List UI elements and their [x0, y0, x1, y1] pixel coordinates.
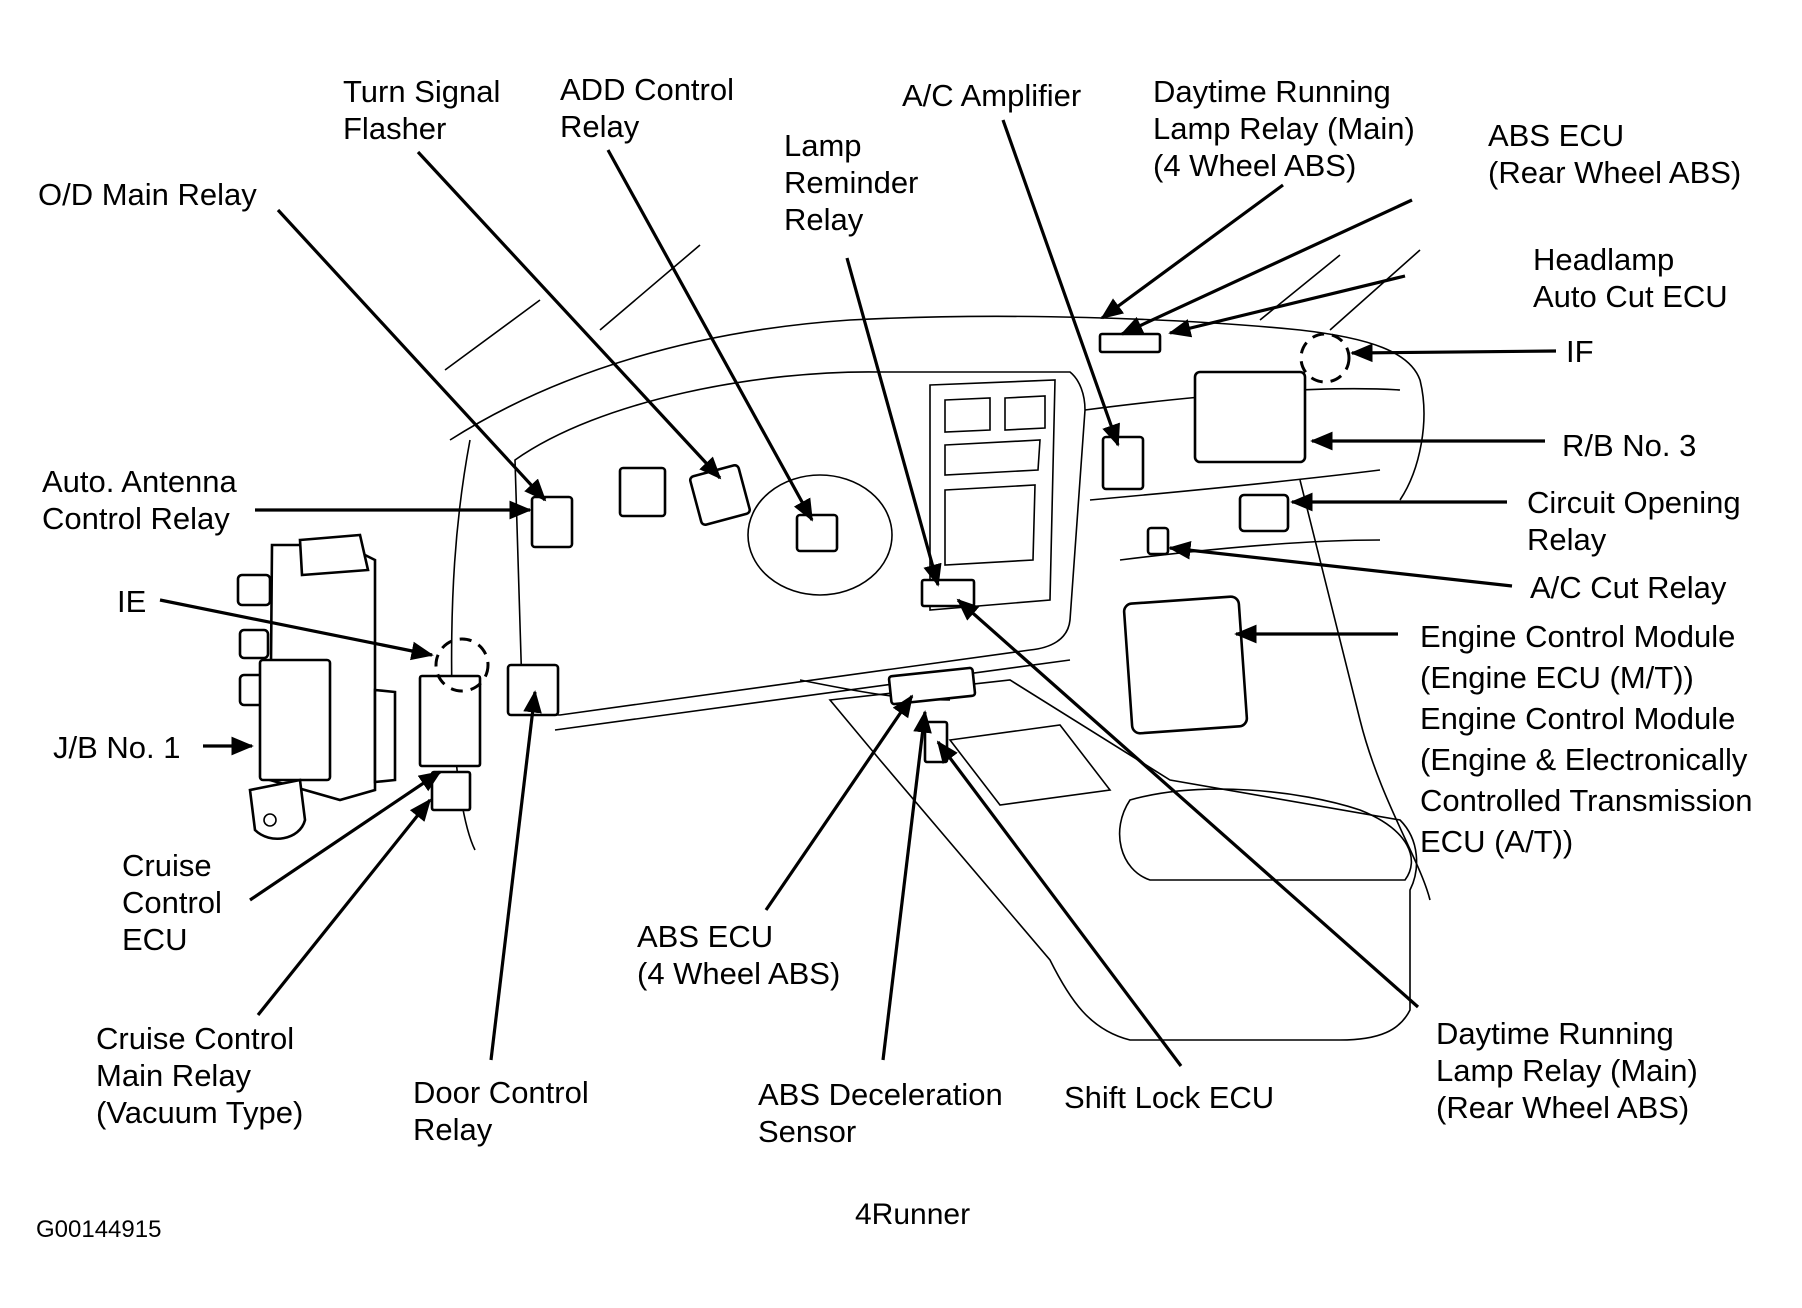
- label-engine-control-module: Engine Control Module (Engine ECU (M/T))…: [1420, 619, 1761, 859]
- dashboard-illustration: [236, 244, 1431, 1041]
- console-tray: [948, 724, 1112, 806]
- leader-if: [1350, 343, 1557, 363]
- cruise-main-relay-part: [430, 770, 472, 812]
- door-edge-right: [1299, 479, 1431, 901]
- label-ac-amplifier: A/C Amplifier: [902, 78, 1081, 113]
- label-abs-ecu-4wheel: ABS ECU (4 Wheel ABS): [637, 919, 840, 991]
- leader-abs-ecu-rear: [1120, 198, 1413, 336]
- junction-block-1-drawing: [236, 533, 397, 840]
- drl-4wheel-part: [1098, 332, 1162, 354]
- label-cruise-control-ecu: Cruise Control ECU: [122, 848, 231, 957]
- windshield-lines: [444, 244, 1421, 371]
- vehicle-caption: 4Runner: [855, 1198, 970, 1231]
- label-ie: IE: [117, 584, 146, 619]
- ac-cut-relay-part: [1146, 526, 1170, 556]
- label-od-main-relay: O/D Main Relay: [38, 177, 257, 212]
- engine-ecu-part: [1122, 595, 1249, 735]
- leader-drl-4wheel: [1100, 183, 1284, 320]
- lower-dash: [554, 659, 1071, 731]
- label-door-control-relay: Door Control Relay: [413, 1075, 597, 1147]
- cruise-ecu-part: [418, 674, 482, 768]
- label-turn-signal-flasher: Turn Signal Flasher: [343, 74, 509, 146]
- od-main-relay-part: [530, 495, 574, 549]
- label-ac-cut-relay: A/C Cut Relay: [1530, 570, 1727, 605]
- abs-ecu-4wheel-part: [887, 666, 977, 706]
- label-headlamp-auto-cut-ecu: Headlamp Auto Cut ECU: [1533, 242, 1728, 314]
- label-lamp-reminder-relay: Lamp Reminder Relay: [784, 128, 927, 237]
- turn-signal-flasher-part: [688, 463, 752, 527]
- label-circuit-opening-relay: Circuit Opening Relay: [1527, 485, 1749, 557]
- label-if: IF: [1566, 334, 1594, 369]
- leader-turn-signal-flasher: [416, 150, 722, 480]
- ie-connector-circle: [434, 637, 490, 693]
- label-drl-4wheel-abs: Daytime Running Lamp Relay (Main) (4 Whe…: [1153, 74, 1424, 183]
- shift-lock-ecu-part: [923, 720, 949, 764]
- leader-od-main-relay: [276, 208, 547, 502]
- leader-ac-amplifier: [1001, 119, 1120, 447]
- leader-cruise-ecu: [249, 770, 442, 902]
- leader-abs-decel: [881, 710, 932, 1061]
- armrest: [1118, 788, 1413, 881]
- label-rb-no-3: R/B No. 3: [1562, 428, 1696, 463]
- steering-wheel-hub: [747, 474, 893, 596]
- label-shift-lock-ecu: Shift Lock ECU: [1064, 1080, 1274, 1115]
- label-drl-rear-wheel-abs: Daytime Running Lamp Relay (Main) (Rear …: [1436, 1016, 1707, 1125]
- auto-antenna-relay-part: [618, 466, 667, 518]
- add-control-relay-part: [795, 513, 839, 553]
- figure-id: G00144915: [36, 1216, 161, 1243]
- rb3-part: [1193, 370, 1307, 464]
- leader-door-control: [489, 690, 542, 1061]
- label-abs-ecu-rear-wheel: ABS ECU (Rear Wheel ABS): [1488, 118, 1741, 190]
- leader-abs-ecu-4wheel: [764, 694, 914, 911]
- labels: Turn Signal Flasher ADD Control Relay La…: [38, 72, 1761, 1149]
- center-console: [828, 679, 1418, 1041]
- ac-amplifier-part: [1101, 435, 1145, 491]
- center-stack: [929, 379, 1056, 611]
- leader-add-control-relay: [606, 149, 814, 522]
- leader-shift-lock: [936, 740, 1183, 1067]
- leader-ac-cut: [1168, 540, 1513, 588]
- leader-lamp-reminder-relay: [845, 257, 942, 587]
- label-add-control-relay: ADD Control Relay: [560, 72, 743, 144]
- leader-lines: [159, 119, 1557, 1067]
- leader-ie: [159, 598, 434, 661]
- leader-drl-rear: [956, 598, 1420, 1009]
- label-auto-antenna-control-relay: Auto. Antenna Control Relay: [42, 464, 245, 536]
- leader-cruise-main-relay: [256, 798, 432, 1016]
- if-connector-circle: [1299, 332, 1351, 384]
- label-jb-no-1: J/B No. 1: [53, 730, 181, 765]
- leader-headlamp-auto-cut: [1168, 274, 1406, 338]
- label-cruise-control-main-relay: Cruise Control Main Relay (Vacuum Type): [96, 1021, 303, 1130]
- label-abs-deceleration-sensor: ABS Deceleration Sensor: [758, 1077, 1011, 1149]
- lamp-reminder-relay-part: [920, 578, 976, 608]
- circuit-opening-relay-part: [1238, 493, 1290, 533]
